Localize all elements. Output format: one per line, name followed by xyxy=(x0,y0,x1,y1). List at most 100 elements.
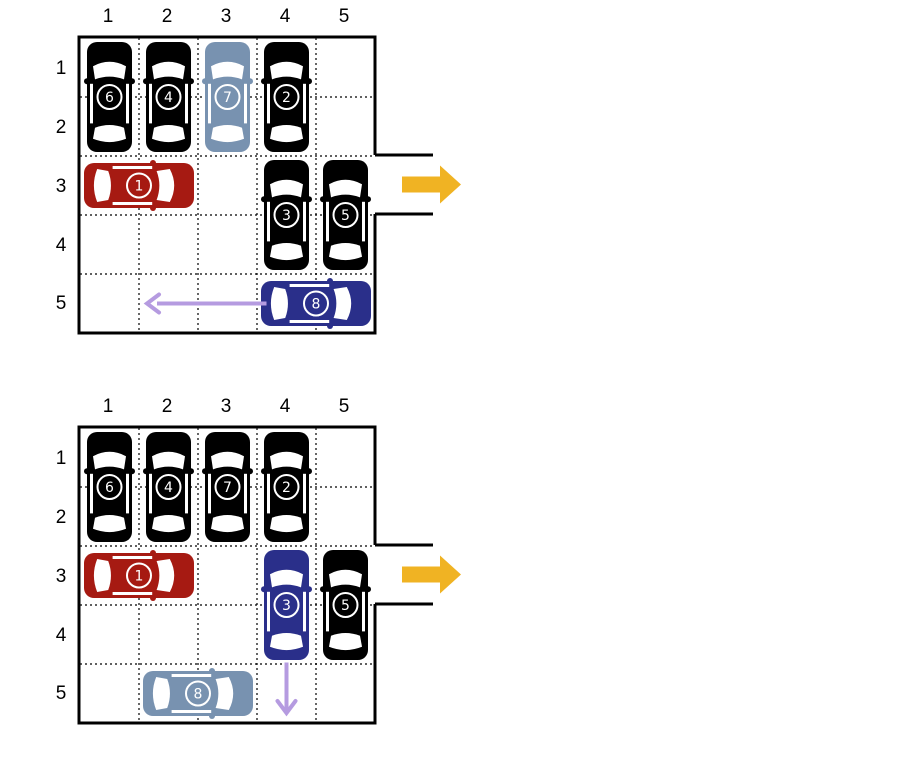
car: 5 xyxy=(320,160,371,270)
car-side-window xyxy=(267,201,270,242)
col-label-5: 5 xyxy=(338,396,350,417)
car-rear-window xyxy=(329,633,362,651)
car-windshield xyxy=(215,677,234,710)
row-label-2: 2 xyxy=(55,507,67,528)
car-side-window xyxy=(185,83,188,124)
car: 8 xyxy=(143,668,253,719)
car-side-window xyxy=(112,166,153,169)
car-side-window xyxy=(267,473,270,514)
row-label-3: 3 xyxy=(55,176,67,197)
car-side-window xyxy=(126,473,129,514)
col-label-4: 4 xyxy=(279,396,291,417)
car-rear-window xyxy=(152,125,185,143)
car-rear-window xyxy=(329,243,362,261)
col-label-1: 1 xyxy=(102,6,114,27)
car-side-window xyxy=(289,320,330,323)
car-windshield xyxy=(156,559,175,592)
car-side-window xyxy=(326,201,329,242)
car-number: 6 xyxy=(105,90,114,106)
car-side-window xyxy=(303,83,306,124)
row-label-4: 4 xyxy=(55,625,67,646)
car-rear-window xyxy=(270,515,303,533)
car-number: 4 xyxy=(164,90,173,106)
move-arrow-head xyxy=(275,699,298,717)
car-number-badge xyxy=(96,84,123,110)
car-windshield xyxy=(211,451,244,470)
car-side-window xyxy=(244,473,247,514)
car: 6 xyxy=(84,42,135,152)
car: 7 xyxy=(202,432,253,542)
car-number-badge xyxy=(96,474,123,500)
car-rear-window xyxy=(93,559,111,592)
car-number-badge xyxy=(273,474,300,500)
car-number-badge xyxy=(126,172,152,199)
car-windshield xyxy=(93,451,126,470)
car-number-badge xyxy=(214,84,241,110)
car-windshield xyxy=(152,61,185,80)
car-side-window xyxy=(303,591,306,632)
car-rear-window xyxy=(270,287,288,320)
car-rear-window xyxy=(270,125,303,143)
car: 7 xyxy=(202,42,253,152)
row-label-5: 5 xyxy=(55,293,67,314)
car: 1 xyxy=(84,160,194,211)
car-rear-window xyxy=(270,243,303,261)
car-number-badge xyxy=(332,592,359,618)
car-rear-window xyxy=(152,515,185,533)
car-windshield xyxy=(156,169,175,202)
car-windshield xyxy=(329,179,362,198)
car-windshield xyxy=(329,569,362,588)
row-label-5: 5 xyxy=(55,683,67,704)
car-number-badge xyxy=(273,202,300,228)
car-number: 1 xyxy=(135,569,144,585)
car-side-window xyxy=(185,473,188,514)
car-windshield xyxy=(270,451,303,470)
car: 3 xyxy=(261,550,312,660)
car-side-window xyxy=(149,83,152,124)
car-windshield xyxy=(270,61,303,80)
car-windshield xyxy=(270,179,303,198)
car-number: 4 xyxy=(164,480,173,496)
car-number-badge xyxy=(214,474,241,500)
car-side-window xyxy=(244,83,247,124)
car-number: 7 xyxy=(223,90,232,106)
car-number: 6 xyxy=(105,480,114,496)
car-rear-window xyxy=(270,633,303,651)
car-side-window xyxy=(208,473,211,514)
car-side-window xyxy=(112,202,153,205)
col-label-3: 3 xyxy=(220,6,232,27)
car-number-badge xyxy=(155,474,182,500)
car-windshield xyxy=(152,451,185,470)
car: 1 xyxy=(84,550,194,601)
col-label-2: 2 xyxy=(161,396,173,417)
car-number-badge xyxy=(185,680,211,707)
car-side-window xyxy=(326,591,329,632)
car: 5 xyxy=(320,550,371,660)
car-number: 8 xyxy=(312,297,321,313)
exit-arrow xyxy=(402,165,461,204)
row-label-4: 4 xyxy=(55,235,67,256)
row-label-1: 1 xyxy=(55,58,67,79)
car-number-badge xyxy=(273,592,300,618)
car-side-window xyxy=(208,83,211,124)
car-rear-window xyxy=(152,677,170,710)
row-label-2: 2 xyxy=(55,117,67,138)
board-wall xyxy=(77,35,377,335)
car-side-window xyxy=(112,592,153,595)
car-side-window xyxy=(171,710,212,713)
car-side-window xyxy=(126,83,129,124)
car-side-window xyxy=(90,83,93,124)
exit-arrow xyxy=(402,555,461,594)
col-label-1: 1 xyxy=(102,396,114,417)
car-number: 2 xyxy=(282,480,291,496)
col-label-5: 5 xyxy=(338,6,350,27)
car-number-badge xyxy=(273,84,300,110)
car-number-badge xyxy=(126,562,152,589)
car: 4 xyxy=(143,42,194,152)
car-side-window xyxy=(90,473,93,514)
car-windshield xyxy=(333,287,352,320)
car-windshield xyxy=(93,61,126,80)
